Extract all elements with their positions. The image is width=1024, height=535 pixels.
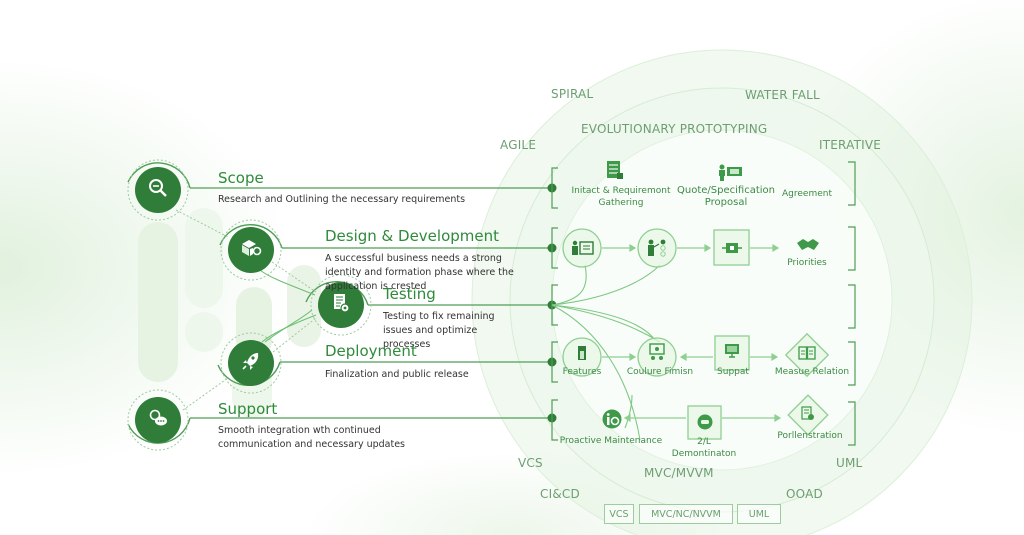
method-iterative: ITERATIVE: [819, 138, 882, 152]
node-label-features: Features: [562, 367, 602, 377]
rocket-icon: [240, 350, 262, 377]
stage-desc-support: Smooth integration wth continued communi…: [218, 425, 406, 450]
method-agile: AGILE: [500, 138, 537, 152]
method-mvc: MVC/MVVM: [644, 466, 714, 480]
stage-desc-design: A successful business needs a strong ide…: [325, 253, 514, 292]
checklist-icon: [606, 160, 624, 185]
pill-shape: [185, 312, 223, 352]
method-cicd: CI&CD: [540, 487, 580, 501]
info-gear-icon: [602, 409, 622, 434]
node-label-requirement: Initact & Requiremont Gathering: [571, 186, 671, 208]
book-icon: [798, 346, 816, 365]
pill-shape: [287, 265, 321, 347]
tool-box-uml: UML: [737, 504, 781, 524]
tool-box-vcs: VCS: [604, 504, 634, 524]
stage-desc-deployment: Finalization and public release: [325, 369, 469, 380]
chat-gear-icon: [147, 407, 169, 434]
node-circle: [562, 228, 602, 268]
pill-shape: [138, 222, 178, 382]
method-evolutionary: EVOLUTIONARY PROTOTYPING: [581, 122, 768, 136]
node-circle: [637, 337, 677, 377]
stage-icon-testing[interactable]: [318, 282, 364, 328]
stage-title-deployment: Deployment: [325, 342, 417, 360]
node-label-demontination: 2/L Demontinaton: [671, 437, 737, 459]
door-icon: [577, 345, 587, 366]
blocks-gear-icon: [239, 237, 263, 264]
stage-icon-deployment[interactable]: [228, 340, 274, 386]
method-spiral: SPIRAL: [551, 87, 594, 101]
presenter-board-icon: [571, 240, 595, 261]
node-circle: [637, 228, 677, 268]
presenter-options-icon: [646, 238, 668, 263]
node-label-porllenstration: Porllenstration: [777, 431, 843, 441]
node-label-coulure: Coulure Fimisn: [626, 367, 694, 377]
stage-desc-testing: Testing to fix remaining issues and opti…: [383, 311, 495, 350]
node-label-priorities: Priorities: [787, 258, 827, 268]
node-label-measue: Measue Relation: [774, 367, 850, 377]
monitor-icon: [724, 343, 740, 364]
document-gear-small-icon: [800, 406, 816, 427]
stage-title-design: Design & Development: [325, 227, 500, 245]
stage-title-support: Support: [218, 400, 278, 418]
tool-box-mvc: MVC/NC/NVVM: [639, 504, 733, 524]
node-label-proactive: Proactive Maintenance: [559, 436, 663, 446]
magnifier-icon: [147, 177, 169, 204]
stage-icon-design[interactable]: [228, 227, 274, 273]
node-label-quote: Quote/Specification Proposal: [677, 185, 775, 208]
presenter-icon: [717, 164, 745, 187]
node-label-agreement: Agreement: [782, 189, 832, 199]
headset-icon: [697, 414, 713, 435]
stage-title-testing: Testing: [383, 285, 436, 303]
method-waterfall: WATER FALL: [745, 88, 820, 102]
node-label-suppat: Suppat: [717, 367, 749, 377]
monitor-users-icon: [648, 343, 666, 366]
method-ooad: OOAD: [786, 487, 823, 501]
stage-icon-scope[interactable]: [135, 167, 181, 213]
pill-shape: [185, 208, 223, 308]
method-uml: UML: [836, 456, 863, 470]
document-gear-icon: [330, 292, 352, 319]
stage-desc-scope: Research and Outlining the necessary req…: [218, 194, 466, 205]
component-icon: [722, 240, 742, 261]
stage-title-scope: Scope: [218, 169, 264, 187]
method-vcs: VCS: [518, 456, 543, 470]
stage-icon-support[interactable]: [135, 397, 181, 443]
handshake-icon: [796, 238, 820, 257]
node-diamond: [787, 394, 829, 436]
